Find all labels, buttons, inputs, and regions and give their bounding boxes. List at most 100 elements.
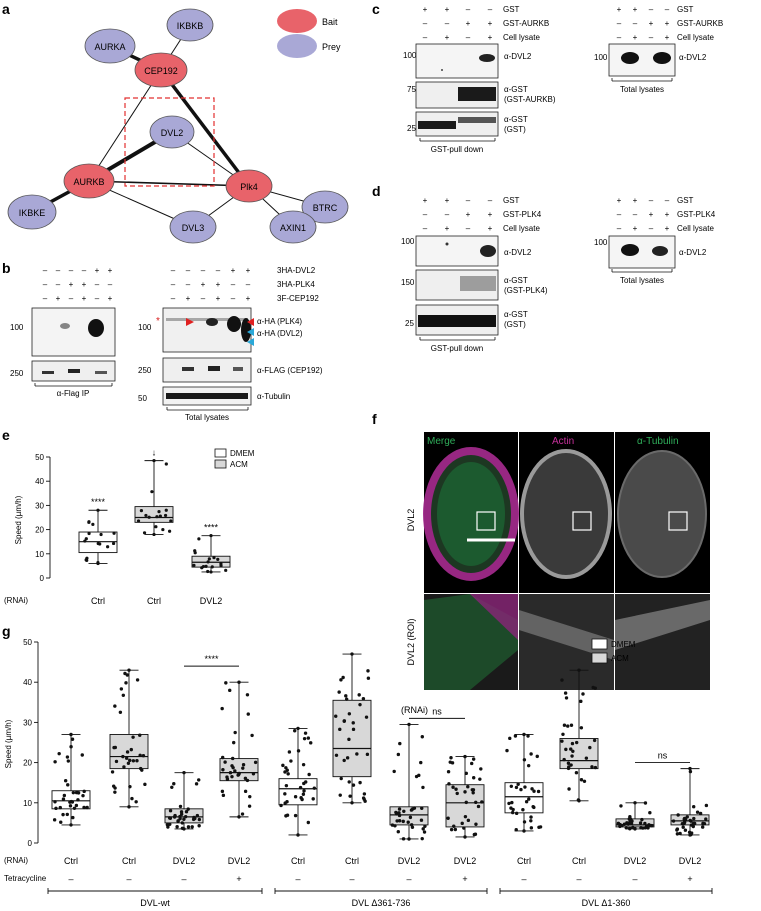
g-point-max-10 [633, 801, 637, 805]
g-point-3-24 [221, 793, 226, 798]
g-point-9-31 [566, 724, 570, 728]
g-point-3-5 [220, 755, 225, 760]
g-point-7-1 [466, 785, 470, 789]
g-point-1-1 [131, 759, 136, 763]
g-point-3-10 [250, 733, 254, 738]
g-point-9-0 [564, 747, 568, 752]
g-point-max-6 [407, 722, 411, 727]
g-tetracycline-7: + [462, 874, 467, 884]
e-annotation-0: **** [91, 497, 106, 507]
d-row-label-gst: GST [503, 196, 520, 205]
g-point-7-26 [472, 832, 477, 837]
d-sign-r1-c0: – [423, 210, 428, 219]
legend-prey: Prey [277, 34, 341, 58]
g-point-6-29 [401, 837, 406, 841]
g-point-7-22 [446, 770, 451, 774]
g-point-11-13 [676, 813, 680, 817]
e-point-1-1 [142, 531, 147, 535]
e-point-0-15 [87, 520, 91, 524]
g-point-8-31 [526, 763, 531, 768]
panel-c-conditions: ++––––++–+–+ [423, 5, 493, 42]
g-point-2-27 [192, 815, 196, 820]
g-point-7-10 [464, 800, 468, 805]
g-point-1-7 [131, 735, 135, 739]
node-axin1: AXIN1 [269, 210, 317, 244]
g-point-8-28 [535, 754, 539, 759]
f-header-merge: Merge [427, 436, 456, 447]
g-comparison-label-0: **** [204, 654, 219, 664]
g-point-6-33 [419, 760, 423, 765]
g-point-5-7 [358, 780, 362, 785]
g-point-max-3 [237, 680, 241, 684]
e-iqr-2 [191, 555, 231, 568]
e-legend-dmem: DMEM [230, 449, 255, 458]
g-point-2-1 [170, 785, 174, 789]
g-point-8-8 [523, 785, 527, 789]
g-point-0-5 [66, 759, 71, 763]
f-header-actin: Actin [552, 436, 574, 447]
g-point-9-6 [569, 747, 573, 751]
c2-sign-r1-c2: + [649, 19, 654, 28]
g-point-8-0 [510, 810, 515, 815]
g-point-0-9 [76, 798, 80, 802]
g-point-4-28 [307, 772, 311, 777]
g-point-6-30 [420, 836, 424, 841]
d2-row-label-gst-plk4: GST-PLK4 [677, 210, 716, 219]
g-group-label-1: DVL Δ361-736 [352, 898, 411, 908]
d-row-label-gst-plk4: GST-PLK4 [503, 210, 542, 219]
g-point-0-17 [57, 751, 61, 756]
g-point-7-3 [472, 776, 476, 780]
g-point-7-9 [453, 827, 458, 832]
g-point-7-7 [471, 791, 475, 795]
g-point-1-10 [121, 693, 126, 697]
g-box-6 [389, 722, 429, 841]
g-point-1-16 [125, 673, 129, 677]
b-lys-sign-r0-c0: – [171, 266, 176, 275]
g-point-max-1 [127, 668, 131, 672]
g-iqr-4 [278, 778, 318, 806]
b-lys-sign-r0-c1: – [186, 266, 191, 275]
g-point-5-10 [361, 796, 366, 800]
g-point-5-15 [347, 737, 351, 742]
g-point-4-16 [302, 789, 306, 793]
e-point-2-15 [224, 568, 228, 572]
g-point-4-18 [302, 781, 306, 786]
b-label-flag-ip: α-Flag IP [57, 389, 90, 398]
b-lys-sign-r1-c1: – [186, 280, 191, 289]
c-marker-100: 100 [403, 51, 417, 60]
g-ylabel: Speed (µm/h) [4, 719, 13, 768]
g-point-5-5 [338, 793, 342, 797]
g-point-1-24 [130, 796, 134, 801]
g-box-4 [278, 726, 318, 837]
g-point-4-31 [285, 768, 289, 772]
e-point-max-2 [209, 534, 213, 538]
legend-bait: Bait [277, 9, 338, 33]
g-point-1-4 [114, 759, 119, 764]
g-point-9-4 [579, 699, 583, 704]
g-point-0-33 [61, 797, 66, 801]
g-box-10 [615, 801, 655, 831]
g-point-max-7 [463, 754, 467, 759]
g-group-label-2: DVL Δ1-360 [582, 898, 631, 908]
g-point-0-2 [58, 805, 62, 810]
g-point-11-32 [692, 821, 697, 826]
e-point-min-0 [96, 561, 100, 566]
g-point-9-13 [569, 723, 574, 727]
c2-label-dvl2: α-DVL2 [679, 53, 707, 62]
g-category-4: Ctrl [291, 856, 305, 866]
g-point-9-3 [579, 778, 584, 782]
g-point-6-32 [414, 774, 419, 779]
d2-sign-r0-c0: + [617, 196, 622, 205]
g-point-4-9 [279, 803, 283, 808]
g-point-5-4 [362, 792, 367, 796]
b-label-flag: α-FLAG (CEP192) [257, 366, 323, 375]
panel-b-conditions: ––––++––++–––+–+–+––––++––++–––+–+–+ [43, 266, 251, 303]
g-point-9-32 [561, 732, 565, 736]
c2-sign-r0-c0: + [617, 5, 622, 14]
g-point-4-26 [301, 792, 306, 796]
c-label-pulldown: GST-pull down [431, 145, 483, 154]
g-point-9-10 [570, 741, 575, 746]
c2-row-label-gst-aurkb: GST-AURKB [677, 19, 723, 28]
